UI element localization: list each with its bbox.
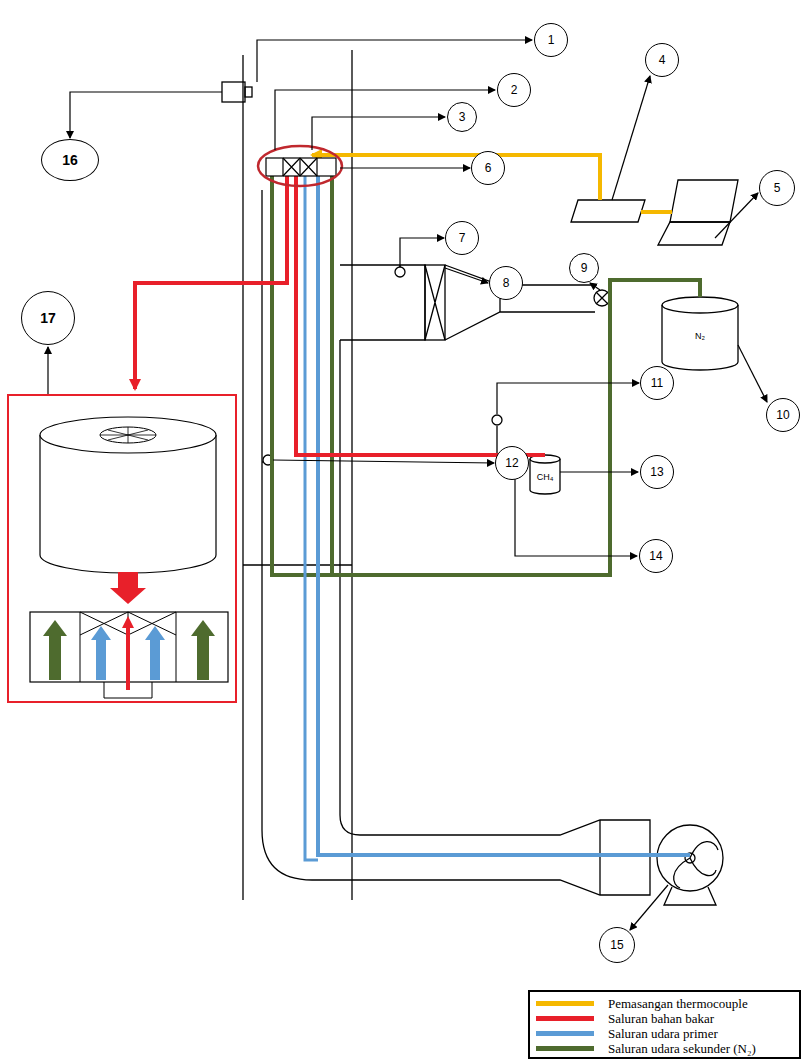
rig-frame (222, 50, 738, 905)
callout-number: 15 (610, 938, 623, 952)
callout-number: 3 (459, 110, 466, 124)
legend-text: Saluran udara sekunder (N₂) (608, 1041, 756, 1057)
legend-row: Saluran udara sekunder (N₂) (536, 1041, 793, 1056)
callout-circle: 16 (41, 139, 99, 181)
callout-circle: 15 (599, 927, 635, 963)
legend-swatch (536, 1046, 594, 1051)
callout-circle: 9 (569, 253, 599, 283)
callout-number: 11 (651, 376, 663, 390)
callout-circle: 6 (471, 151, 505, 185)
legend: Pemasangan thermocoupleSaluran bahan bak… (528, 990, 801, 1059)
legend-row: Saluran udara primer (536, 1026, 793, 1041)
callout-number: 1 (548, 33, 555, 47)
callout-circle: 12 (495, 446, 529, 480)
callout-circle: 13 (640, 455, 674, 489)
callout-number: 17 (40, 310, 56, 326)
callout-circle: 11 (640, 366, 674, 400)
callout-circle: 8 (489, 266, 523, 300)
callout-circle: 7 (445, 221, 479, 255)
callout-number: 13 (650, 465, 663, 479)
legend-row: Pemasangan thermocouple (536, 996, 793, 1011)
burner (266, 158, 336, 176)
leader-lines (48, 40, 767, 930)
callout-number: 10 (776, 408, 789, 422)
callout-number: 5 (774, 181, 781, 195)
callout-number: 14 (649, 549, 662, 563)
callout-circle: 10 (766, 398, 800, 432)
legend-text: Saluran udara primer (608, 1026, 718, 1042)
burner-inset (8, 395, 236, 702)
callout-circle: 14 (639, 539, 673, 573)
legend-swatch (536, 1016, 594, 1021)
callout-number: 9 (581, 261, 588, 275)
callout-circle: 2 (497, 73, 531, 107)
callout-number: 4 (659, 53, 666, 67)
flow-arrows (43, 616, 215, 690)
callout-circle: 5 (759, 170, 795, 206)
callout-circle: 3 (447, 102, 477, 132)
legend-text: Pemasangan thermocouple (608, 996, 748, 1012)
callout-number: 8 (503, 276, 510, 290)
callout-circle: 17 (21, 291, 75, 345)
callout-number: 7 (459, 231, 466, 245)
callout-number: 2 (511, 83, 518, 97)
callout-circle: 1 (534, 23, 568, 57)
callout-circle: 4 (645, 43, 679, 77)
legend-text: Saluran bahan bakar (608, 1011, 714, 1027)
legend-row: Saluran bahan bakar (536, 1011, 793, 1026)
callout-number: 12 (505, 456, 518, 470)
callout-number: 16 (62, 152, 78, 168)
flow-lines (135, 155, 700, 860)
callout-number: 6 (485, 161, 492, 175)
tank-label: N₂ (695, 332, 705, 341)
legend-swatch (536, 1031, 594, 1036)
legend-swatch (536, 1001, 594, 1006)
tank-label: CH₄ (537, 473, 554, 482)
